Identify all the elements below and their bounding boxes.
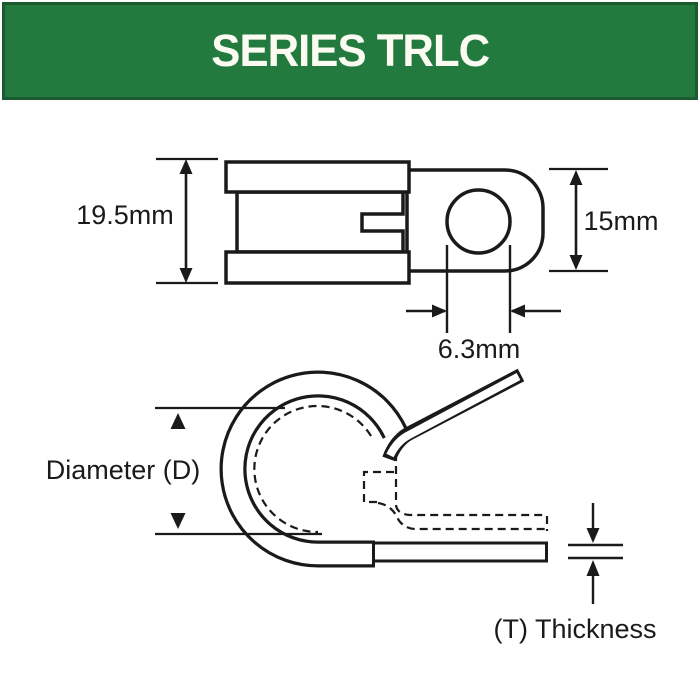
clamp-side-view [224,160,545,285]
diameter-label: Diameter (D) [46,455,201,485]
dim-hole-diameter [406,245,561,333]
arrow-down-icon [170,513,186,529]
arrow-down-icon [179,268,193,283]
mount-hole [445,188,512,255]
arrow-up-icon [569,170,583,185]
clip-band-fill [222,373,405,565]
arrow-down-icon [569,255,583,270]
dim-diameter [155,406,322,536]
upper-strap-fill [386,372,521,458]
band-body [235,190,405,254]
arrow-right-icon [432,304,447,318]
dim-tab-height [549,167,608,273]
top-flange [224,160,411,194]
arrow-down-icon [586,528,600,543]
hidden-lines [253,404,549,534]
page-title: SERIES TRLC [211,25,490,76]
liner-inner-dashed-arc [253,404,372,534]
dim-hole-diameter-label: 6.3mm [438,334,521,364]
dim-thickness [568,503,623,604]
hidden-step-outline [362,470,394,504]
dim-band-height-label: 19.5mm [76,200,174,230]
dim-band-height [156,157,218,285]
dim-tab-height-label: 15mm [583,206,658,236]
bottom-flange [224,250,411,285]
arrow-up-icon [179,159,193,174]
header-bar: SERIES TRLC [2,2,698,100]
lower-strap [372,541,548,563]
arrow-left-icon [510,304,525,318]
thickness-label: (T) Thickness [493,614,656,644]
hidden-strap-right-edge [394,453,547,517]
hidden-strap-lower-edge [377,501,547,531]
clamp-profile-view: Diameter (D) (T) Thickness [46,368,657,644]
arrow-up-icon [586,560,600,576]
arrow-up-icon [170,413,186,429]
